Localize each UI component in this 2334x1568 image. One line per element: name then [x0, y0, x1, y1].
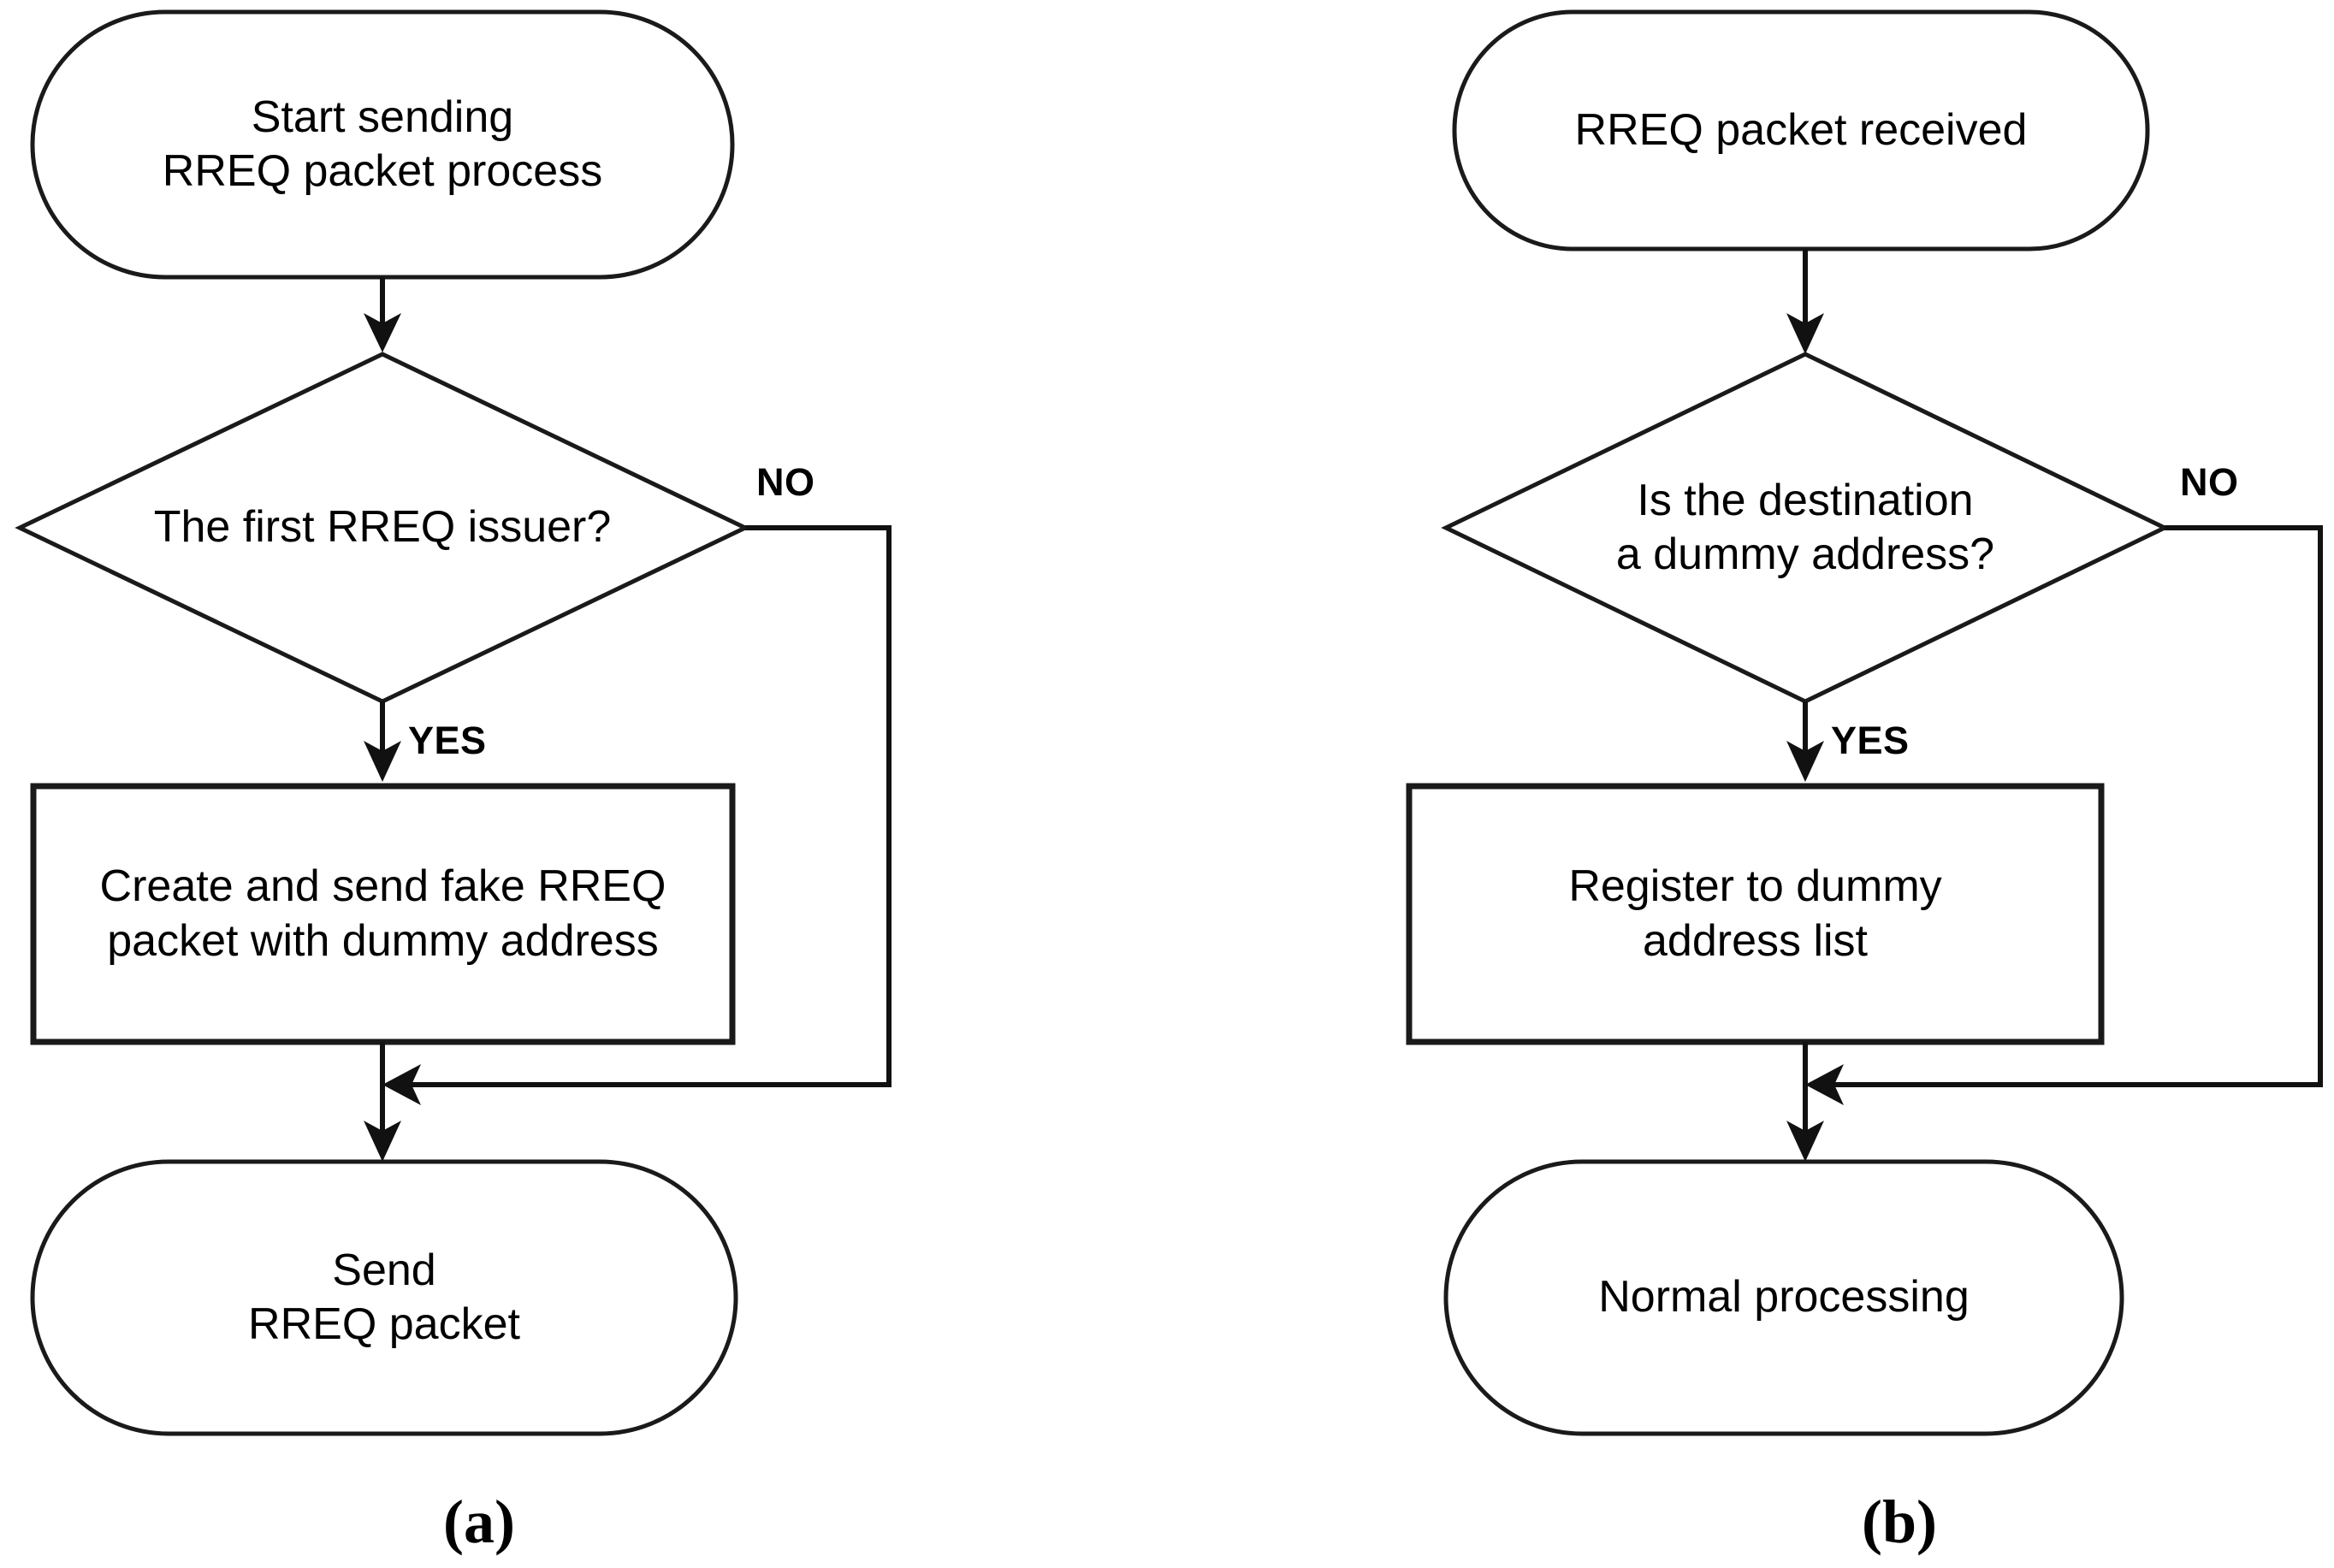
b-arrowhead-yes: [1786, 741, 1824, 782]
a-arrowhead-start-to-decision: [364, 313, 401, 352]
a-arrowhead-no-merge: [382, 1064, 421, 1105]
b-process-box[interactable]: [1409, 786, 2101, 1042]
b-start-terminator-shape: [1452, 9, 2150, 251]
panel-b-caption: (b): [1862, 1488, 1937, 1556]
a-branch-label-no: NO: [756, 460, 815, 504]
a-end-terminator[interactable]: [33, 1162, 736, 1434]
a-branch-label-yes: YES: [408, 719, 487, 762]
a-edge-no: [402, 525, 892, 1087]
panel-a-graphics: [15, 9, 892, 1436]
b-process-box-shape: [1406, 783, 2105, 1045]
b-arrowhead-no-merge: [1805, 1064, 1844, 1105]
b-start-terminator[interactable]: [1454, 12, 2147, 249]
panel-a-caption: (a): [443, 1488, 515, 1556]
a-decision-diamond[interactable]: [20, 354, 745, 701]
b-arrowhead-start-to-decision: [1786, 313, 1824, 354]
b-end-terminator-shape: [1443, 1159, 2124, 1436]
b-edge-no: [1825, 525, 2323, 1087]
a-process-box[interactable]: [33, 786, 732, 1042]
b-end-terminator[interactable]: [1446, 1162, 2122, 1434]
a-start-terminator[interactable]: [33, 12, 732, 277]
a-end-terminator-shape: [30, 1159, 738, 1436]
panel-b-graphics: [1406, 9, 2323, 1436]
a-arrowhead-yes: [364, 741, 401, 782]
b-branch-label-no: NO: [2180, 460, 2239, 504]
b-branch-label-yes: YES: [1831, 719, 1910, 762]
a-arrowhead-process-to-end: [364, 1121, 401, 1162]
b-arrowhead-process-to-end: [1786, 1121, 1824, 1162]
b-decision-diamond[interactable]: [1446, 354, 2165, 701]
